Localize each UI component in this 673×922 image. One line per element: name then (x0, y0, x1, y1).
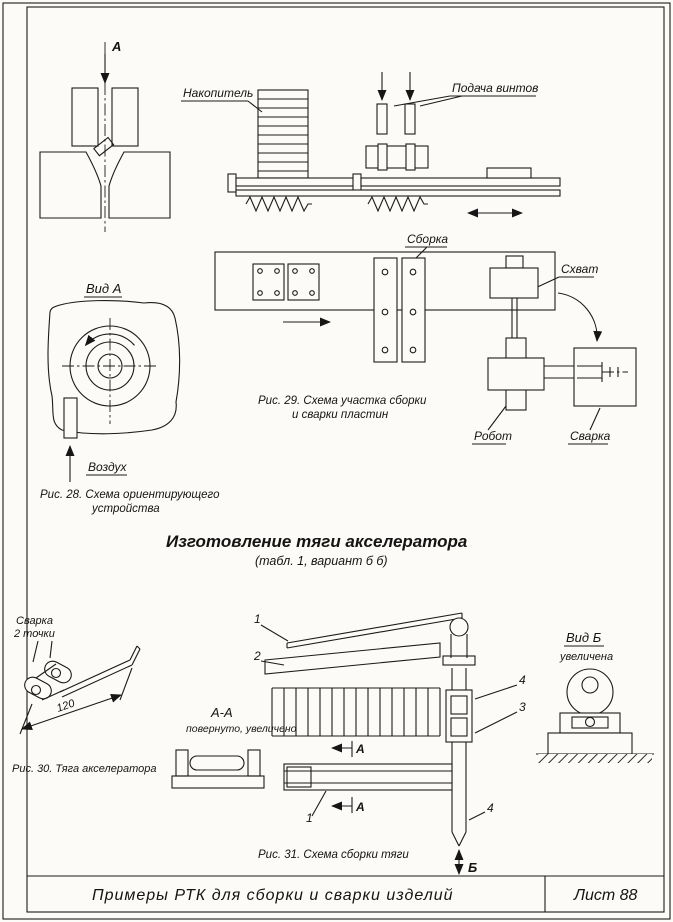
sheet-number: Лист 88 (573, 887, 638, 904)
channel-wall-left (71, 87, 99, 147)
air-nozzle (63, 397, 78, 439)
funnel-block-right (108, 151, 171, 219)
view-a-title: Вид А (86, 281, 121, 296)
falling-part (93, 136, 115, 157)
fig31-rod-assembly: 1 2 4 3 4 Б (171, 612, 654, 875)
weld-note-line1: Сварка (16, 615, 53, 627)
fig29-feeders: Накопитель Подача винтов (181, 72, 561, 218)
base-rail (235, 189, 561, 197)
fig29-assembly-station: Сборка Схват Робот Сварка (214, 232, 637, 445)
orienting-bore-inner (85, 341, 135, 391)
welding-cell (573, 347, 637, 407)
part4-callout: 4 (487, 801, 494, 815)
weld-note-line2: 2 точки (13, 628, 55, 640)
rotation-arrow (84, 333, 135, 347)
slider-block (486, 167, 532, 179)
screw-feed-label: Подача винтов (452, 81, 538, 95)
part4-callout: 4 (519, 673, 526, 687)
fig30-caption: Рис. 30. Тяга акселератора (12, 763, 157, 775)
fig28-feeder-section: А (39, 39, 171, 232)
screw-funnel (365, 145, 429, 169)
guide-roller (449, 617, 469, 637)
part3-callout: 3 (519, 700, 526, 714)
section-a-a-label: А-А (210, 705, 233, 720)
dimension-value: 120 (55, 697, 77, 715)
spring-left (245, 195, 312, 213)
assembled-plate (401, 257, 426, 363)
assembled-plate (373, 257, 398, 363)
cut-label-bottom: А (355, 800, 365, 814)
robot-label: Робот (474, 429, 512, 443)
air-label: Воздух (88, 460, 127, 474)
fig28-caption-line2: устройства (91, 503, 160, 515)
title-block: Примеры РТК для сборки и сварки изделий … (92, 887, 638, 904)
dimension-line (21, 693, 122, 731)
rod-lug (44, 660, 72, 684)
section-rod (189, 755, 245, 771)
fig31-caption: Рис. 31. Схема сборки тяги (258, 849, 409, 861)
assembly-label: Сборка (407, 232, 448, 246)
view-a-direction-label: А (111, 39, 121, 54)
part1-callout: 1 (306, 811, 313, 825)
rod-shaft (59, 659, 131, 693)
section-title: Изготовление тяги акселератора (166, 532, 467, 551)
view-b-title: Вид Б (566, 630, 602, 645)
screw (404, 103, 416, 135)
chute-part-2 (264, 642, 441, 675)
footer-title: Примеры РТК для сборки и сварки изделий (92, 887, 454, 904)
fig28-caption-line1: Рис. 28. Схема ориентирующего (40, 489, 220, 501)
funnel-block-left (39, 151, 102, 219)
broken-out-section (47, 299, 181, 435)
channel-wall-right (111, 87, 139, 147)
part2-callout: 2 (253, 649, 261, 663)
slide-rail-right (360, 177, 561, 187)
direction-b-label: Б (468, 860, 477, 875)
gripper-label: Схват (561, 262, 598, 276)
gripper-block (489, 267, 539, 299)
fixture-grid (271, 687, 441, 737)
robot-body (487, 357, 545, 391)
spring-right (367, 195, 428, 213)
transfer-arc-arrow (557, 292, 603, 342)
view-b-base (547, 732, 633, 755)
view-b-rod-end (566, 668, 614, 716)
section-base-plate (171, 775, 265, 789)
fig29-caption-line1: Рис. 29. Схема участка сборки (258, 395, 427, 407)
section-a-a-note: повернуто, увеличено (186, 723, 297, 735)
hopper-label: Накопитель (183, 86, 253, 100)
section-subtitle: (табл. 1, вариант б б) (255, 554, 388, 568)
part1-callout: 1 (254, 612, 261, 626)
oriented-part (97, 353, 123, 379)
fig29-caption-line2: и сварки пластин (292, 409, 389, 421)
view-b-note: увеличена (559, 651, 613, 663)
fig30-accelerator-rod: Сварка 2 точки 120 Рис. 30. Тяга акселер… (12, 615, 157, 775)
rod-in-fixture (283, 763, 453, 791)
section-heading: Изготовление тяги акселератора (табл. 1,… (166, 532, 467, 568)
slide-rail-left (235, 177, 361, 187)
screw (376, 103, 388, 135)
cut-label-top: А (355, 742, 365, 756)
orienting-bore-outer (69, 325, 151, 407)
plate-hopper-stack (257, 89, 309, 179)
rod-part-1 (286, 612, 463, 644)
fig28-view-a: Вид А Воздух Рис. 28. Схема ориентирующе… (40, 281, 220, 515)
welding-label: Сварка (570, 429, 611, 443)
